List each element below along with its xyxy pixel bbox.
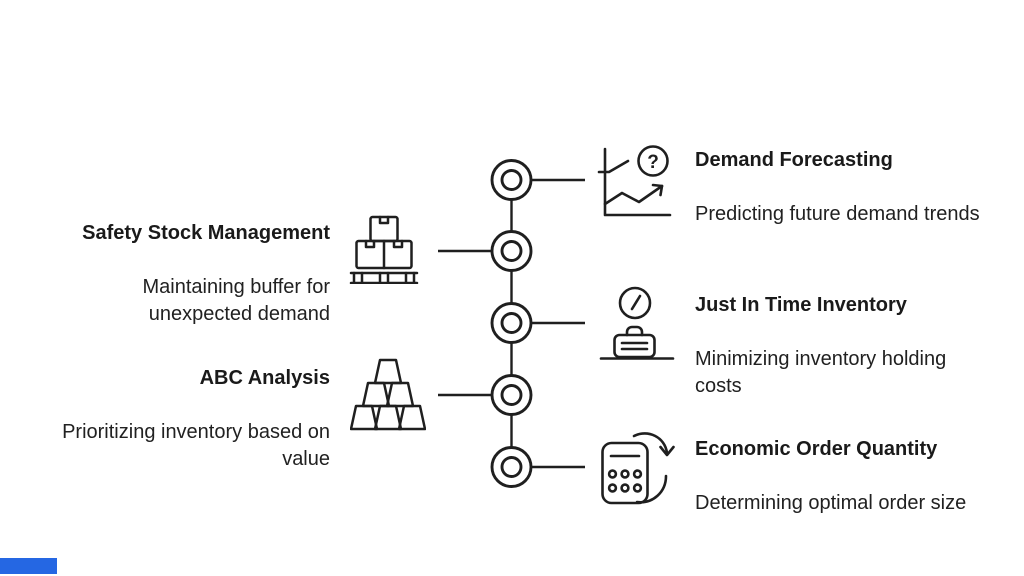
item-demand-forecasting: Demand Forecasting Predicting future dem… (695, 147, 1024, 228)
calculator-cycle-icon (596, 430, 676, 510)
question-mark-glyph: ? (647, 152, 659, 173)
item-description: Prioritizing inventory based on value (62, 421, 330, 470)
item-description: Predicting future demand trends (695, 203, 980, 225)
accent-bar (0, 558, 57, 574)
item-title: Just In Time Inventory (695, 294, 907, 316)
item-description: Determining optimal order size (695, 492, 967, 514)
pallet-boxes-icon (349, 210, 429, 284)
timeline-node (490, 446, 533, 488)
item-title: ABC Analysis (199, 367, 330, 389)
item-description: Maintaining buffer for unexpected demand (142, 276, 330, 325)
item-economic-order-quantity: Economic Order Quantity Determining opti… (695, 436, 1024, 517)
timeline-node (490, 230, 533, 272)
item-description: Minimizing inventory holding costs (695, 348, 947, 397)
item-abc-analysis: ABC Analysis Prioritizing inventory base… (30, 365, 330, 473)
timeline-node (490, 374, 533, 416)
clock-briefcase-icon (599, 283, 679, 363)
item-safety-stock-management: Safety Stock Management Maintaining buff… (30, 220, 330, 328)
item-just-in-time-inventory: Just In Time Inventory Minimizing invent… (695, 292, 1024, 400)
timeline-node (490, 302, 533, 344)
item-title: Safety Stock Management (82, 222, 330, 244)
item-title: Demand Forecasting (695, 149, 893, 171)
timeline-node (490, 159, 533, 201)
item-title: Economic Order Quantity (695, 438, 938, 460)
stacked-boxes-pyramid-icon (350, 357, 426, 433)
chart-question-icon: ? (596, 142, 676, 222)
